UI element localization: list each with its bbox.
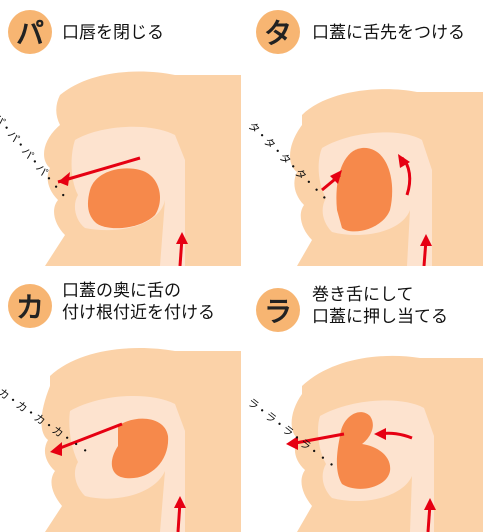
sound-badge: ラ <box>256 288 300 332</box>
sound-badge: タ <box>256 10 300 54</box>
panel-ra: ラ 巻き舌にして 口蓋に押し当てる ラ・ラ・ラ・ラ・・・ <box>242 266 483 532</box>
caption: 巻き舌にして 口蓋に押し当てる <box>312 284 448 328</box>
caption-line: 口蓋に押し当てる <box>312 306 448 328</box>
caption-line: 巻き舌にして <box>312 284 448 306</box>
panel-ta: タ 口蓋に舌先をつける タ・タ・タ・タ・・・ <box>242 0 483 266</box>
caption: 口蓋に舌先をつける <box>312 22 465 44</box>
panel-pa: パ 口唇を閉じる パ・パ・パ・パ・・・ <box>0 0 241 266</box>
caption: 口蓋の奥に舌の 付け根付近を付ける <box>62 280 215 324</box>
caption-line: 口蓋に舌先をつける <box>312 22 465 44</box>
caption-line: 口唇を閉じる <box>62 22 164 44</box>
sound-badge: パ <box>8 10 52 54</box>
sound-badge: カ <box>8 284 52 328</box>
caption-line: 付け根付近を付ける <box>62 302 215 324</box>
caption: 口唇を閉じる <box>62 22 164 44</box>
caption-line: 口蓋の奥に舌の <box>62 280 215 302</box>
panel-ka: カ 口蓋の奥に舌の 付け根付近を付ける カ・カ・カ・カ・・・ <box>0 266 241 532</box>
